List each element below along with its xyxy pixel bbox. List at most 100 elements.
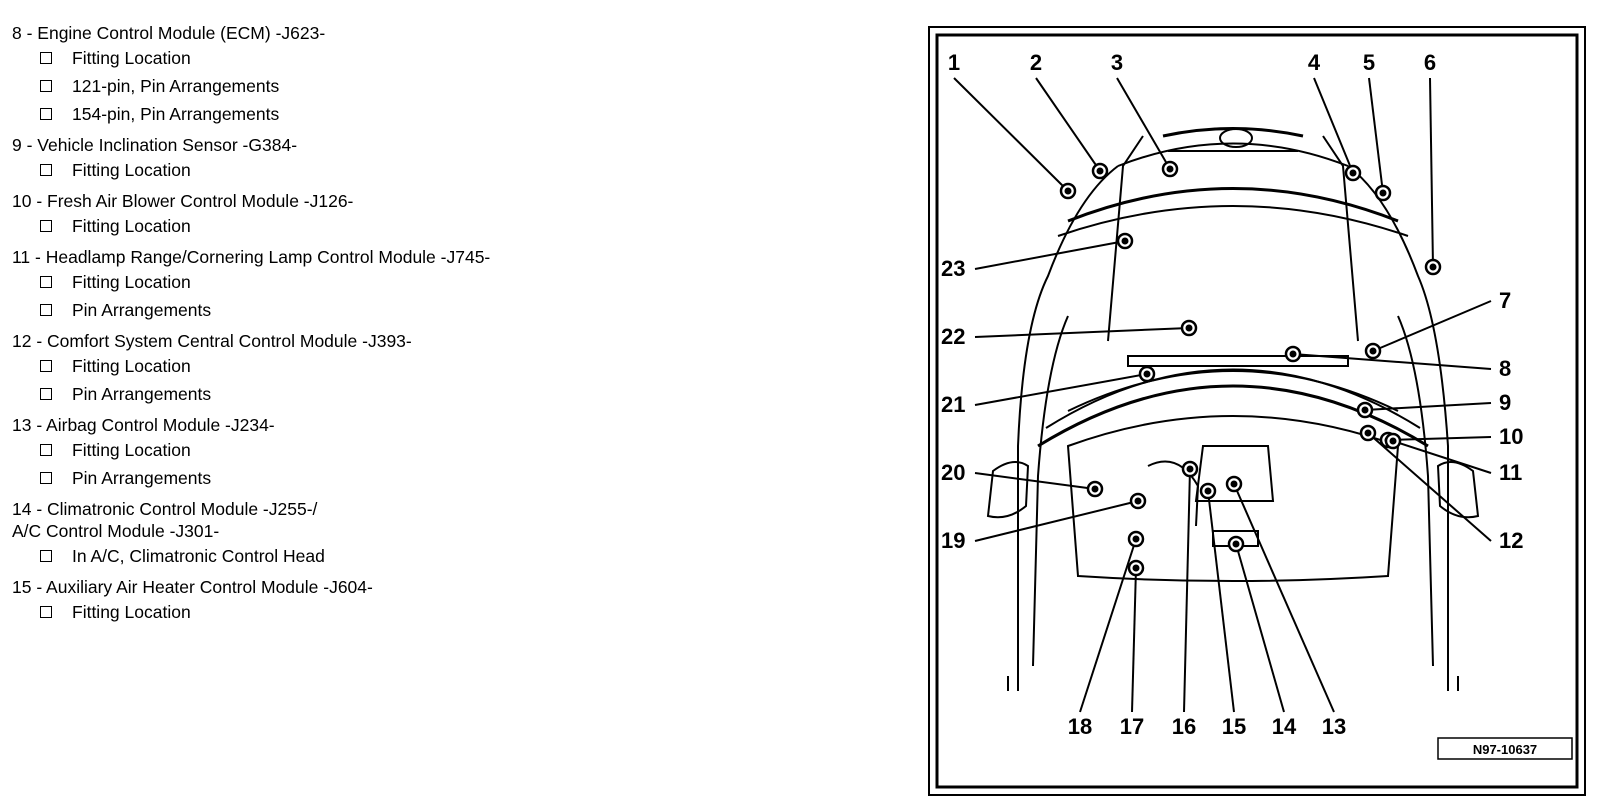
callout-leader-line bbox=[1368, 77, 1384, 194]
entry-title: 11 - Headlamp Range/Cornering Lamp Contr… bbox=[12, 247, 491, 267]
diagram-connectors bbox=[953, 77, 1492, 713]
entry-title: 14 - Climatronic Control Module -J255-/ … bbox=[12, 499, 318, 541]
component-list: 8 - Engine Control Module (ECM) -J623- Fi… bbox=[12, 22, 652, 626]
component-marker-dot bbox=[1389, 437, 1397, 445]
callout-leader-line bbox=[974, 472, 1096, 490]
callout-number: 18 bbox=[1068, 714, 1092, 739]
sub-link[interactable]: Fitting Location bbox=[12, 352, 652, 380]
checkbox-bullet-icon bbox=[40, 304, 52, 316]
callout-leader-line bbox=[1235, 543, 1285, 713]
sub-link-label: Fitting Location bbox=[72, 160, 191, 180]
sub-link[interactable]: Pin Arrangements bbox=[12, 464, 652, 492]
sub-link[interactable]: In A/C, Climatronic Control Head bbox=[12, 542, 652, 570]
callout-leader-line bbox=[1116, 77, 1171, 170]
sub-link[interactable]: Fitting Location bbox=[12, 44, 652, 72]
checkbox-bullet-icon bbox=[40, 606, 52, 618]
component-marker-dot bbox=[1349, 169, 1357, 177]
callout-number: 8 bbox=[1499, 356, 1511, 381]
callout-number: 9 bbox=[1499, 390, 1511, 415]
component-marker-dot bbox=[1091, 485, 1099, 493]
checkbox-bullet-icon bbox=[40, 52, 52, 64]
callout-leader-line bbox=[1367, 432, 1492, 542]
component-marker-dot bbox=[1230, 480, 1238, 488]
entry-title: 12 - Comfort System Central Control Modu… bbox=[12, 331, 412, 351]
list-entry: 13 - Airbag Control Module -J234-Fitting… bbox=[12, 414, 652, 492]
outer-frame bbox=[928, 26, 1586, 796]
component-marker-dot bbox=[1204, 487, 1212, 495]
callout-number: 11 bbox=[1499, 460, 1522, 485]
callout-leader-line bbox=[1429, 77, 1434, 268]
checkbox-bullet-icon bbox=[40, 220, 52, 232]
callout-leader-line bbox=[1387, 436, 1492, 441]
component-marker-dot bbox=[1232, 540, 1240, 548]
sub-link[interactable]: Fitting Location bbox=[12, 436, 652, 464]
callout-leader-line bbox=[974, 500, 1139, 542]
list-entry: 10 - Fresh Air Blower Control Module -J1… bbox=[12, 190, 652, 240]
component-marker-dot bbox=[1166, 165, 1174, 173]
callout-number: 7 bbox=[1499, 288, 1511, 313]
callout-number: 10 bbox=[1499, 424, 1523, 449]
inner-frame bbox=[935, 33, 1579, 789]
component-marker-dot bbox=[1134, 497, 1142, 505]
sub-link[interactable]: Fitting Location bbox=[12, 156, 652, 184]
component-marker-dot bbox=[1364, 429, 1372, 437]
checkbox-bullet-icon bbox=[40, 388, 52, 400]
sub-link-label: Pin Arrangements bbox=[72, 468, 212, 488]
callout-number: 12 bbox=[1499, 528, 1523, 553]
checkbox-bullet-icon bbox=[40, 164, 52, 176]
sub-link[interactable]: Fitting Location bbox=[12, 268, 652, 296]
sub-link[interactable]: 154-pin, Pin Arrangements bbox=[12, 100, 652, 128]
callout-number: 6 bbox=[1424, 50, 1436, 75]
component-marker-dot bbox=[1121, 237, 1129, 245]
callout-number: 3 bbox=[1111, 50, 1123, 75]
list-entry: 11 - Headlamp Range/Cornering Lamp Contr… bbox=[12, 246, 652, 324]
sub-link[interactable]: 121-pin, Pin Arrangements bbox=[12, 72, 652, 100]
sub-link-label: Fitting Location bbox=[72, 48, 191, 68]
component-marker-dot bbox=[1096, 167, 1104, 175]
sub-link[interactable]: Fitting Location bbox=[12, 598, 652, 626]
list-entry: 15 - Auxiliary Air Heater Control Module… bbox=[12, 576, 652, 626]
callout-number: 14 bbox=[1272, 714, 1297, 739]
callout-number: 2 bbox=[1030, 50, 1042, 75]
entry-title: 10 - Fresh Air Blower Control Module -J1… bbox=[12, 191, 354, 211]
sub-link-label: Pin Arrangements bbox=[72, 300, 212, 320]
callout-number: 5 bbox=[1363, 50, 1375, 75]
callout-leader-line bbox=[1079, 538, 1137, 713]
component-marker-dot bbox=[1186, 465, 1194, 473]
callout-leader-line bbox=[974, 327, 1190, 338]
list-entry: 14 - Climatronic Control Module -J255-/ … bbox=[12, 498, 652, 570]
checkbox-bullet-icon bbox=[40, 550, 52, 562]
callout-leader-line bbox=[953, 77, 1069, 192]
checkbox-bullet-icon bbox=[40, 360, 52, 372]
callout-number: 4 bbox=[1308, 50, 1321, 75]
entry-title: 8 - Engine Control Module (ECM) -J623- bbox=[12, 23, 326, 43]
sub-link[interactable]: Pin Arrangements bbox=[12, 380, 652, 408]
entry-title: 15 - Auxiliary Air Heater Control Module… bbox=[12, 577, 373, 597]
callout-leader-line bbox=[1131, 567, 1137, 713]
vehicle-outline bbox=[986, 127, 1480, 691]
component-marker-dot bbox=[1429, 263, 1437, 271]
checkbox-bullet-icon bbox=[40, 80, 52, 92]
list-entry: 9 - Vehicle Inclination Sensor -G384-Fit… bbox=[12, 134, 652, 184]
callout-number: 13 bbox=[1322, 714, 1346, 739]
checkbox-bullet-icon bbox=[40, 108, 52, 120]
component-marker-dot bbox=[1379, 189, 1387, 197]
sub-link[interactable]: Fitting Location bbox=[12, 212, 652, 240]
callout-number: 16 bbox=[1172, 714, 1196, 739]
entry-title: 13 - Airbag Control Module -J234- bbox=[12, 415, 275, 435]
component-marker-dot bbox=[1289, 350, 1297, 358]
sub-link-label: Fitting Location bbox=[72, 216, 191, 236]
callout-leader-line bbox=[1233, 483, 1335, 713]
callout-leader-line bbox=[974, 373, 1148, 406]
component-marker-dot bbox=[1369, 347, 1377, 355]
callout-number: 23 bbox=[941, 256, 965, 281]
list-entry: 12 - Comfort System Central Control Modu… bbox=[12, 330, 652, 408]
checkbox-bullet-icon bbox=[40, 472, 52, 484]
callout-number: 22 bbox=[941, 324, 965, 349]
sub-link[interactable]: Pin Arrangements bbox=[12, 296, 652, 324]
component-marker-dot bbox=[1132, 564, 1140, 572]
checkbox-bullet-icon bbox=[40, 276, 52, 288]
